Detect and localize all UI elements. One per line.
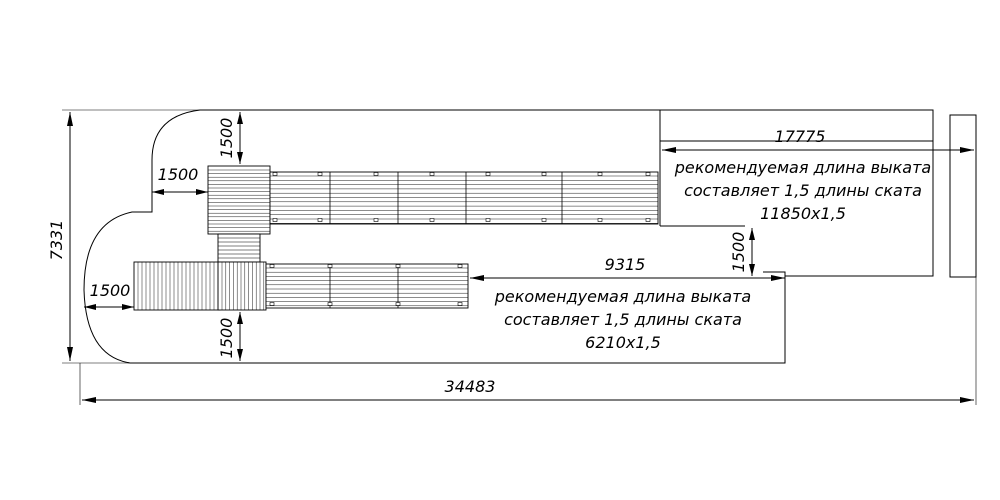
deck-post bbox=[373, 172, 379, 176]
dimension-total-width: 34483 bbox=[82, 377, 974, 403]
deck-post bbox=[541, 218, 547, 222]
deck-post bbox=[645, 172, 651, 176]
dim-1500-upper-top-label: 1500 bbox=[217, 118, 236, 159]
deck-post bbox=[317, 218, 323, 222]
deck-post bbox=[597, 172, 603, 176]
dimension-middle-gap: 1500 bbox=[729, 228, 755, 276]
dim-9315-label: 9315 bbox=[605, 255, 646, 274]
lower-note: рекомендуемая длина выката составляет 1,… bbox=[494, 287, 751, 352]
end-block bbox=[949, 114, 977, 278]
deck-post bbox=[327, 264, 333, 268]
deck-posts bbox=[269, 172, 651, 306]
upper-note: рекомендуемая длина выката составляет 1,… bbox=[674, 158, 931, 223]
lower-note-line1: рекомендуемая длина выката bbox=[494, 287, 751, 306]
dimension-upper-top-offset: 1500 bbox=[217, 112, 243, 164]
deck-post bbox=[269, 264, 275, 268]
deck-post bbox=[597, 218, 603, 222]
dimension-lower-left-offset: 1500 bbox=[84, 281, 134, 310]
deck-post bbox=[541, 172, 547, 176]
deck-post bbox=[395, 264, 401, 268]
dim-1500-middle-label: 1500 bbox=[729, 232, 748, 273]
deck-post bbox=[645, 218, 651, 222]
dim-1500-lower-left-label: 1500 bbox=[90, 281, 131, 300]
dimension-lower-length: 9315 bbox=[470, 255, 785, 281]
dim-34483-label: 34483 bbox=[445, 377, 496, 396]
upper-note-line2: составляет 1,5 длины ската bbox=[684, 181, 922, 200]
deck-post bbox=[395, 302, 401, 306]
deck-post bbox=[429, 172, 435, 176]
dimension-upper-length: 17775 bbox=[662, 127, 974, 153]
dimension-total-height: 7331 bbox=[47, 109, 200, 364]
upper-note-line3: 11850х1,5 bbox=[760, 204, 846, 223]
dim-7331-label: 7331 bbox=[47, 220, 66, 261]
deck-post bbox=[457, 264, 463, 268]
dimension-upper-left-offset: 1500 bbox=[152, 165, 208, 195]
deck-post bbox=[269, 302, 275, 306]
dim-1500-lower-bottom-label: 1500 bbox=[217, 318, 236, 359]
deck-post bbox=[429, 218, 435, 222]
safety-zone-right-edge bbox=[200, 109, 934, 363]
lower-ramp bbox=[133, 261, 469, 311]
deck-post bbox=[485, 218, 491, 222]
dim-1500-upper-left-label: 1500 bbox=[158, 165, 199, 184]
lower-note-line3: 6210х1,5 bbox=[585, 333, 661, 352]
upper-ramp bbox=[207, 165, 659, 263]
lower-note-line2: составляет 1,5 длины ската bbox=[504, 310, 742, 329]
deck-post bbox=[457, 302, 463, 306]
deck-post bbox=[373, 218, 379, 222]
deck-post bbox=[272, 172, 278, 176]
deck-post bbox=[272, 218, 278, 222]
deck-post bbox=[317, 172, 323, 176]
dim-17775-label: 17775 bbox=[775, 127, 826, 146]
deck-post bbox=[485, 172, 491, 176]
deck-post bbox=[327, 302, 333, 306]
dimension-lower-bottom-offset: 1500 bbox=[217, 312, 243, 361]
upper-note-line1: рекомендуемая длина выката bbox=[674, 158, 931, 177]
